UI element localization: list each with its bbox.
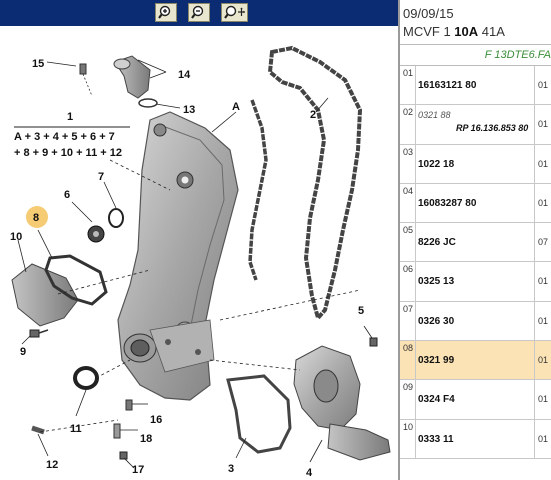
model-prefix: MCVF 1 [403, 24, 455, 39]
callout-6[interactable]: 6 [64, 189, 70, 201]
callout-4[interactable]: 4 [306, 467, 313, 479]
callout-14[interactable]: 14 [178, 69, 191, 81]
parts-list-panel: 09/09/15 MCVF 1 10A 41A F 13DTE6.FA 01 1… [400, 0, 551, 480]
callout-7[interactable]: 7 [98, 171, 104, 183]
viewer-toolbar [0, 0, 398, 26]
row-quantity: 01 [534, 183, 551, 223]
row-index: 02 [400, 105, 416, 144]
callout-13[interactable]: 13 [183, 104, 195, 116]
timing-cover-part [117, 111, 239, 401]
diagram-viewer: A + 3 + 4 + 5 + 6 + 7 + 8 + 9 + 10 + 11 … [0, 0, 398, 480]
panel-divider [398, 0, 400, 480]
callout-17[interactable]: 17 [132, 464, 144, 476]
callout-18[interactable]: 18 [140, 433, 152, 445]
row-quantity: 01 [534, 262, 551, 301]
callout-8-highlight [26, 206, 48, 228]
callout-2[interactable]: 2 [310, 109, 316, 121]
seal-11-part [73, 366, 99, 390]
engine-code-bar: F 13DTE6.FA [400, 44, 551, 66]
zoom-out-button[interactable] [188, 3, 210, 22]
part-reference[interactable]: 8226 JC [418, 237, 456, 249]
part-row[interactable]: 07 0326 30 01 [400, 301, 551, 342]
bolts-16-18-part [113, 399, 133, 460]
o-ring-7-part [108, 208, 124, 228]
magnifier-minus-icon [191, 5, 204, 19]
pan-zoom-button[interactable] [221, 3, 248, 22]
callout-15[interactable]: 15 [32, 58, 44, 70]
row-quantity: 07 [534, 223, 551, 262]
row-index: 04 [400, 183, 416, 223]
callout-16[interactable]: 16 [150, 414, 162, 426]
cover-gasket-part [267, 45, 363, 323]
pump-gasket-3-part [226, 374, 292, 454]
bolt-9-part [29, 329, 49, 338]
row-index: 07 [400, 301, 416, 341]
part-reference[interactable]: 16083287 80 [418, 197, 477, 209]
row-quantity: 01 [534, 66, 551, 105]
callout-5[interactable]: 5 [358, 305, 364, 317]
part-row[interactable]: 03 1022 18 01 [400, 144, 551, 184]
part-row-selected[interactable]: 08 0321 99 01 [400, 341, 551, 381]
vehicle-model: MCVF 1 10A 41A [403, 24, 505, 39]
row-index: 10 [400, 419, 416, 458]
part-row[interactable]: 09 0324 F4 01 [400, 380, 551, 420]
row-index: 01 [400, 66, 416, 105]
row-quantity: 01 [534, 380, 551, 419]
callout-8[interactable]: 8 [33, 212, 39, 224]
parts-table: 01 16163121 80 01 02 0321 88 RP 16.136.8… [400, 66, 551, 459]
row-index: 06 [400, 262, 416, 301]
oil-pump-4-part [293, 345, 391, 461]
thermostat-housing-part [113, 55, 158, 108]
callout-1[interactable]: 1 [67, 111, 73, 123]
cover-plate-10-part [11, 263, 79, 327]
model-suffix: 41A [478, 24, 505, 39]
part-row[interactable]: 01 16163121 80 01 [400, 66, 551, 106]
row-quantity: 01 [534, 341, 551, 380]
part-reference[interactable]: 0321 99 [418, 355, 455, 367]
bolt-5-part [369, 337, 378, 347]
row-index: 08 [400, 341, 416, 380]
row-index: 03 [400, 144, 416, 183]
panel-header: 09/09/15 MCVF 1 10A 41A [400, 0, 551, 44]
magnifier-plus-icon [158, 5, 171, 19]
row-quantity: 01 [534, 419, 551, 458]
part-reference[interactable]: 0326 30 [418, 315, 455, 327]
engine-code: F 13DTE6.FA [484, 49, 551, 61]
part-row[interactable]: 04 16083287 80 01 [400, 183, 551, 224]
formula-line-2: + 8 + 9 + 10 + 11 + 12 [14, 147, 122, 159]
zoom-in-button[interactable] [155, 3, 177, 22]
bolt-15-part [79, 63, 93, 97]
leader-lines [17, 59, 373, 469]
part-reference[interactable]: 0325 13 [418, 276, 455, 288]
part-reference[interactable]: 0333 11 [418, 433, 454, 445]
callout-9[interactable]: 9 [20, 346, 26, 358]
callout-a[interactable]: A [232, 101, 240, 113]
row-index: 05 [400, 223, 416, 262]
part-replacement-reference[interactable]: RP 16.136.853 80 [456, 123, 529, 134]
row-quantity: 01 [534, 301, 551, 341]
row-quantity: 01 [534, 144, 551, 183]
cover-gasket-part-lower [248, 99, 268, 281]
catalog-date: 09/09/15 [403, 6, 454, 21]
exploded-parts-diagram: A + 3 + 4 + 5 + 6 + 7 + 8 + 9 + 10 + 11 … [10, 45, 391, 479]
magnifier-move-icon [223, 5, 245, 19]
callout-11[interactable]: 11 [70, 423, 82, 435]
part-reference[interactable]: 0321 88 [418, 110, 451, 121]
callout-3[interactable]: 3 [228, 463, 234, 475]
model-code: 10A [454, 24, 479, 39]
part-row[interactable]: 02 0321 88 RP 16.136.853 80 01 [400, 105, 551, 145]
row-quantity: 01 [534, 105, 551, 144]
row-index: 09 [400, 380, 416, 419]
gasket-8-part [44, 254, 108, 306]
callout-12[interactable]: 12 [46, 459, 58, 471]
callout-10[interactable]: 10 [10, 231, 22, 243]
part-reference[interactable]: 0324 F4 [418, 394, 455, 406]
plug-6-centre [93, 231, 99, 237]
part-reference[interactable]: 1022 18 [418, 158, 455, 170]
part-row[interactable]: 05 8226 JC 07 [400, 223, 551, 263]
part-reference[interactable]: 16163121 80 [418, 80, 477, 91]
part-row[interactable]: 10 0333 11 01 [400, 419, 551, 459]
part-row[interactable]: 06 0325 13 01 [400, 262, 551, 302]
formula-line-1: A + 3 + 4 + 5 + 6 + 7 [14, 131, 115, 143]
